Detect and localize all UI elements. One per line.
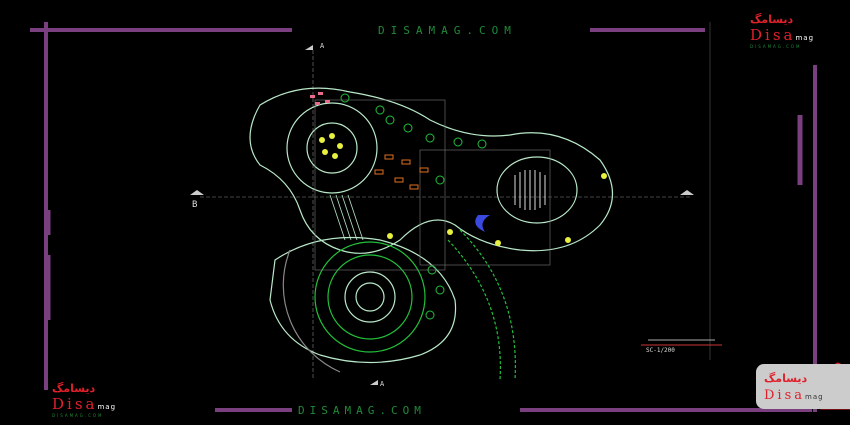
auditorium-seating: [514, 170, 546, 210]
section-arrows: [190, 45, 694, 385]
section-lines: [200, 50, 690, 380]
watermark-bottom: DISAMAG.COM: [298, 404, 426, 417]
building-outline: [249, 87, 613, 381]
logo-name: Disa: [52, 395, 98, 413]
furniture-pink: [310, 92, 330, 105]
logo-persian: دیسامگ: [764, 372, 808, 385]
furniture-yellow: [319, 133, 607, 246]
logo-name: Disa: [764, 388, 806, 403]
section-marker-bottom: A: [380, 380, 385, 388]
logo-bottom-left: دیسامگ Disamag DISAMAG.COM: [52, 383, 116, 418]
logo-suffix: mag: [805, 393, 824, 401]
drawing-frame: [30, 22, 817, 412]
logo-suffix: mag: [795, 34, 815, 42]
scale-label: SC-1/200: [646, 347, 675, 354]
logo-persian: دیسامگ: [750, 13, 794, 26]
furniture-orange: [374, 154, 429, 190]
logo-persian: دیسامگ: [52, 382, 96, 395]
logo-name: Disa: [750, 26, 796, 44]
ramp-stairs: [329, 194, 364, 241]
logo-url: DISAMAG.COM: [750, 44, 802, 49]
watermark-top: DISAMAG.COM: [378, 24, 517, 37]
trees: [340, 93, 487, 320]
logo-url: DISAMAG.COM: [52, 413, 104, 418]
logo-card-mark: دیسامگ Disamag: [764, 373, 824, 403]
section-marker-top: A: [320, 42, 325, 50]
logo-top-right: دیسامگ Disamag DISAMAG.COM: [750, 14, 814, 49]
logo-suffix: mag: [97, 403, 117, 411]
section-marker-left: B: [192, 200, 198, 210]
logo-card: دیسامگ Disamag: [756, 364, 850, 409]
stage-feature: [475, 215, 490, 232]
